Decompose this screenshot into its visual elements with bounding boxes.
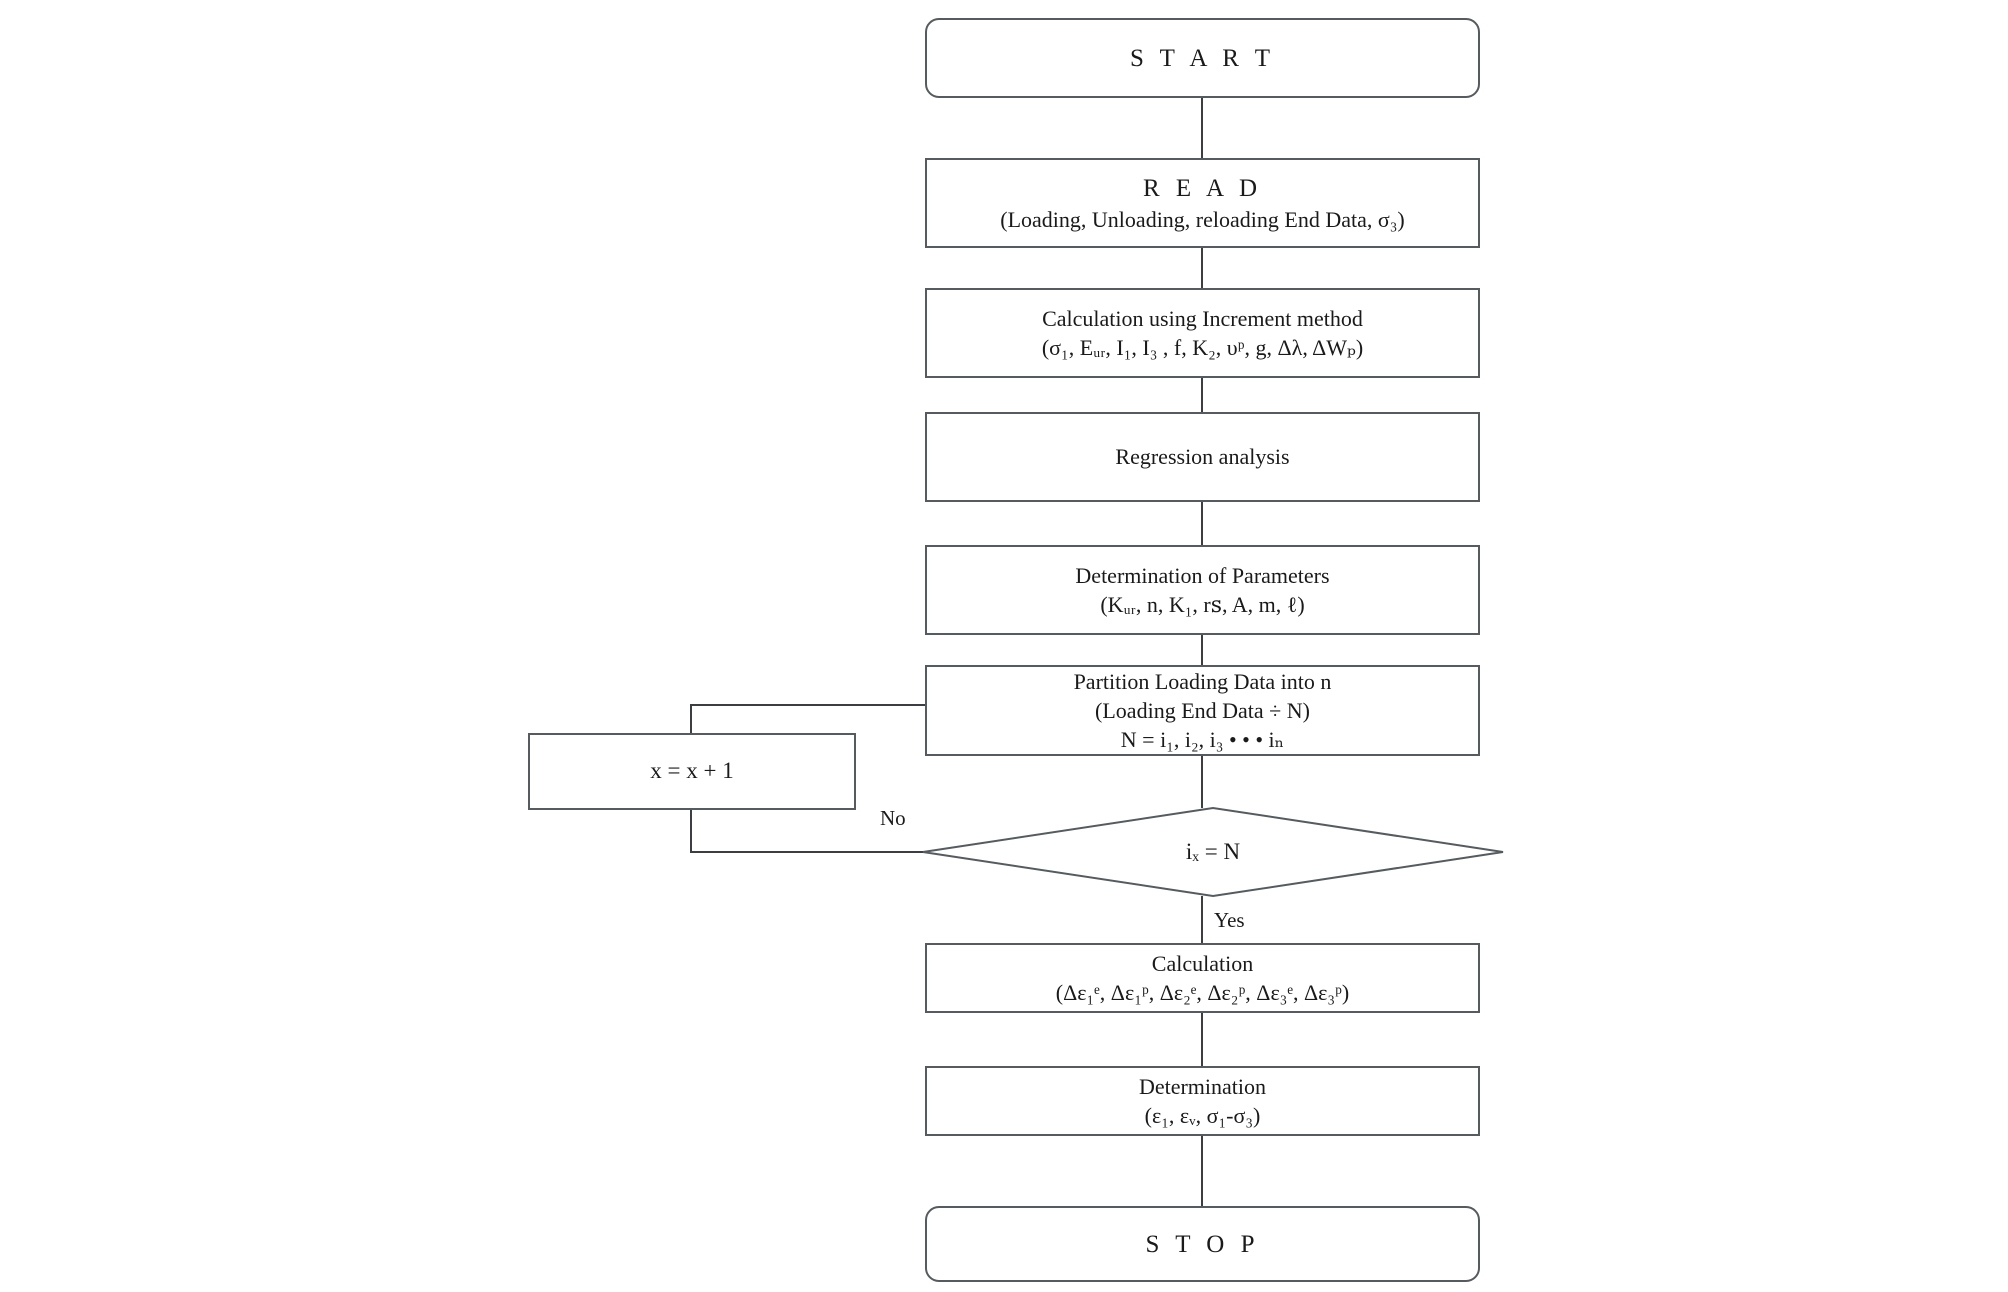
connector-no-branch-horizontal (690, 851, 923, 853)
edge-label-yes: Yes (1214, 908, 1245, 932)
node-calc-strain-line1: Calculation (1151, 950, 1254, 976)
connector-partition-to-decision (1201, 756, 1203, 808)
node-read-line2: (Loading, Unloading, reloading End Data,… (1000, 206, 1405, 232)
connector-increment-to-partition (690, 704, 926, 706)
connector-determine-to-stop (1201, 1136, 1203, 1206)
connector-read-to-calc (1201, 248, 1203, 288)
node-calc-inc-line2: (σ₁, Eᵤᵣ, I₁, I₃ , f, K₂, υᵖ, g, Δλ, ΔWₚ… (1041, 335, 1364, 360)
node-regression-analysis[interactable]: Regression analysis (925, 412, 1480, 502)
edge-label-no: No (880, 806, 906, 830)
node-partition-loading-data[interactable]: Partition Loading Data into n (Loading E… (925, 665, 1480, 756)
node-read[interactable]: R E A D (Loading, Unloading, reloading E… (925, 158, 1480, 248)
node-params-line1: Determination of Parameters (1075, 562, 1330, 588)
node-stop[interactable]: S T O P (925, 1206, 1480, 1282)
node-calculation-increment-method[interactable]: Calculation using Increment method (σ₁, … (925, 288, 1480, 378)
node-determination-of-parameters[interactable]: Determination of Parameters (Kᵤᵣ, n, K₁,… (925, 545, 1480, 635)
node-calc-strain-line2: (Δε₁ᵉ, Δε₁ᵖ, Δε₂ᵉ, Δε₂ᵖ, Δε₃ᵉ, Δε₃ᵖ) (1055, 980, 1350, 1005)
node-determine-line2: (ε₁, εᵥ, σ₁-σ₃) (1144, 1103, 1261, 1128)
connector-regression-to-params (1201, 502, 1203, 545)
node-partition-line1: Partition Loading Data into n (1073, 668, 1332, 694)
connector-increment-up (690, 704, 692, 735)
node-determination[interactable]: Determination (ε₁, εᵥ, σ₁-σ₃) (925, 1066, 1480, 1136)
node-calculation-strain[interactable]: Calculation (Δε₁ᵉ, Δε₁ᵖ, Δε₂ᵉ, Δε₂ᵖ, Δε₃… (925, 943, 1480, 1013)
node-determine-line1: Determination (1138, 1073, 1267, 1099)
node-partition-line2: (Loading End Data ÷ N) (1095, 697, 1310, 723)
connector-calc-to-regression (1201, 378, 1203, 412)
node-partition-line3: N = i₁, i₂, i₃ • • • iₙ (1120, 727, 1285, 753)
node-stop-label: S T O P (1145, 1230, 1260, 1258)
connector-calcstrain-to-determine (1201, 1013, 1203, 1066)
node-params-line2: (Kᵤᵣ, n, K₁, rꜱ, A, m, ℓ) (1100, 592, 1305, 617)
node-decision-ix-equals-n[interactable]: iₓ = N (922, 806, 1504, 898)
connector-no-branch-up-to-increment (690, 810, 692, 853)
node-start[interactable]: S T A R T (925, 18, 1480, 98)
node-increment-label: x = x + 1 (650, 758, 734, 784)
node-increment-counter[interactable]: x = x + 1 (528, 733, 856, 810)
connector-start-to-read (1201, 98, 1203, 158)
node-read-line1: R E A D (1142, 174, 1263, 202)
node-calc-inc-line1: Calculation using Increment method (1042, 305, 1363, 331)
connector-params-to-partition (1201, 635, 1203, 665)
node-start-label: S T A R T (1129, 44, 1276, 72)
node-regression-line1: Regression analysis (1115, 444, 1290, 470)
connector-decision-to-calcstrain (1201, 896, 1203, 943)
